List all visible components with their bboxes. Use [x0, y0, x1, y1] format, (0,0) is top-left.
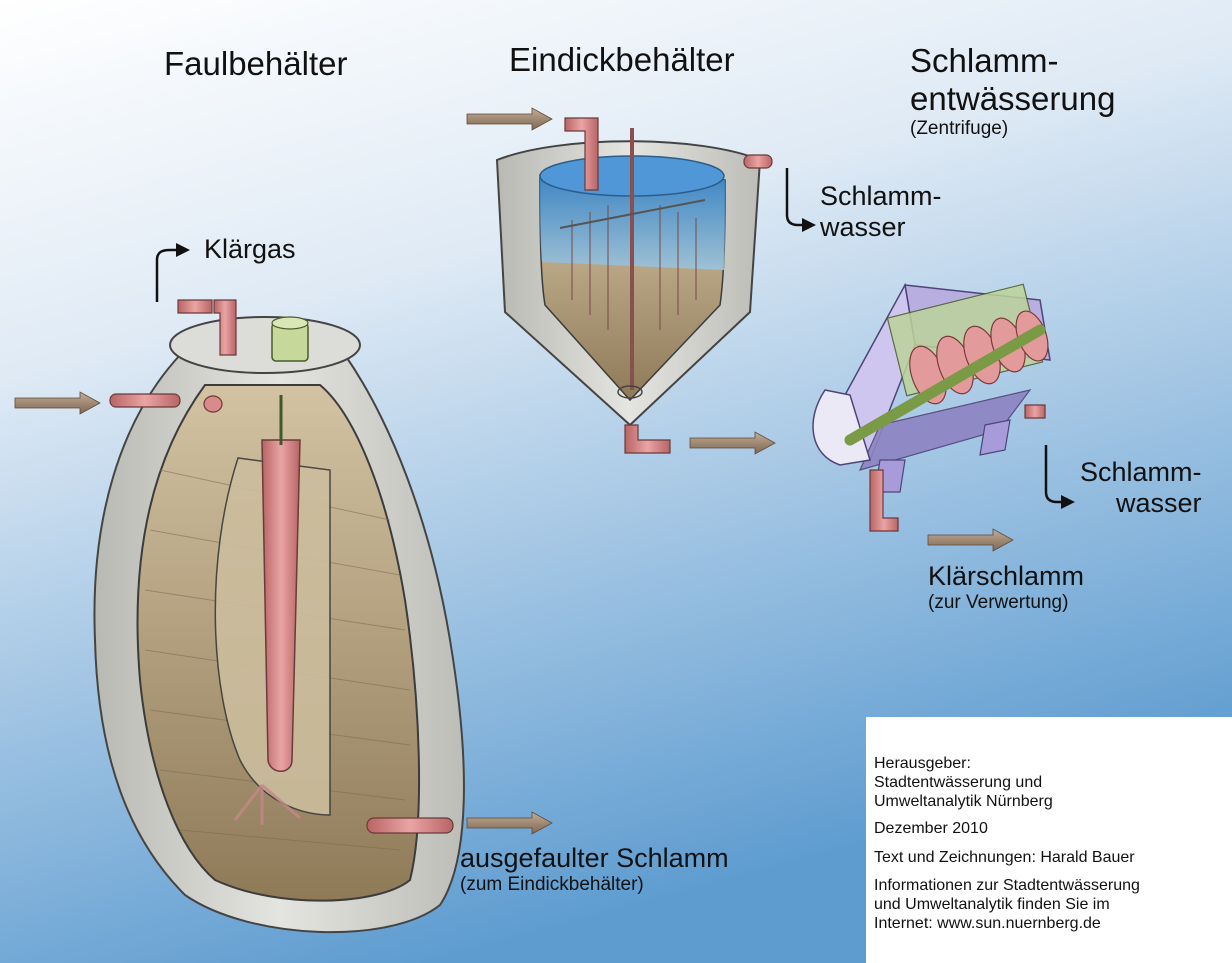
sludge-water-line2: wasser [820, 212, 942, 243]
publisher-label: Herausgeber: [874, 754, 971, 773]
more-info-line1: Informationen zur Stadtentwässerung [874, 876, 1140, 895]
dewatering-subtitle: (Zentrifuge) [910, 118, 1115, 140]
more-info-line2: und Umweltanalytik finden Sie im [874, 895, 1110, 914]
thickener-title: Eindickbehälter [509, 41, 735, 79]
sludge-water-line1: Schlamm- [1080, 457, 1202, 488]
digested-sludge-title: ausgefaulter Schlamm [460, 843, 729, 874]
publication-date: Dezember 2010 [874, 819, 988, 838]
dewatering-title-line2: entwässerung [910, 80, 1115, 118]
publisher-line1: Stadtentwässerung und [874, 773, 1042, 792]
digester-title: Faulbehälter [164, 45, 347, 83]
sewage-sludge-title: Klärschlamm [928, 561, 1084, 592]
credits-text: Text und Zeichnungen: Harald Bauer [874, 848, 1135, 867]
dewatering-title-line1: Schlamm- [910, 42, 1115, 80]
sludge-water-label-centrifuge: Schlamm- wasser [1080, 457, 1202, 519]
digested-sludge-label: ausgefaulter Schlamm (zum Eindickbehälte… [460, 843, 729, 896]
sludge-water-line1: Schlamm- [820, 181, 942, 212]
sludge-water-line2: wasser [1080, 488, 1202, 519]
sewage-sludge-label: Klärschlamm (zur Verwertung) [928, 561, 1084, 614]
digested-sludge-subtitle: (zum Eindickbehälter) [460, 874, 729, 896]
dewatering-title-group: Schlamm- entwässerung (Zentrifuge) [910, 42, 1115, 140]
publisher-info-box: Herausgeber: Stadtentwässerung und Umwel… [866, 717, 1232, 963]
sludge-water-label-thickener: Schlamm- wasser [820, 181, 942, 243]
sewage-sludge-subtitle: (zur Verwertung) [928, 592, 1084, 614]
biogas-label: Klärgas [204, 234, 296, 265]
more-info-line3: Internet: www.sun.nuernberg.de [874, 914, 1101, 933]
publisher-line2: Umweltanalytik Nürnberg [874, 792, 1053, 811]
